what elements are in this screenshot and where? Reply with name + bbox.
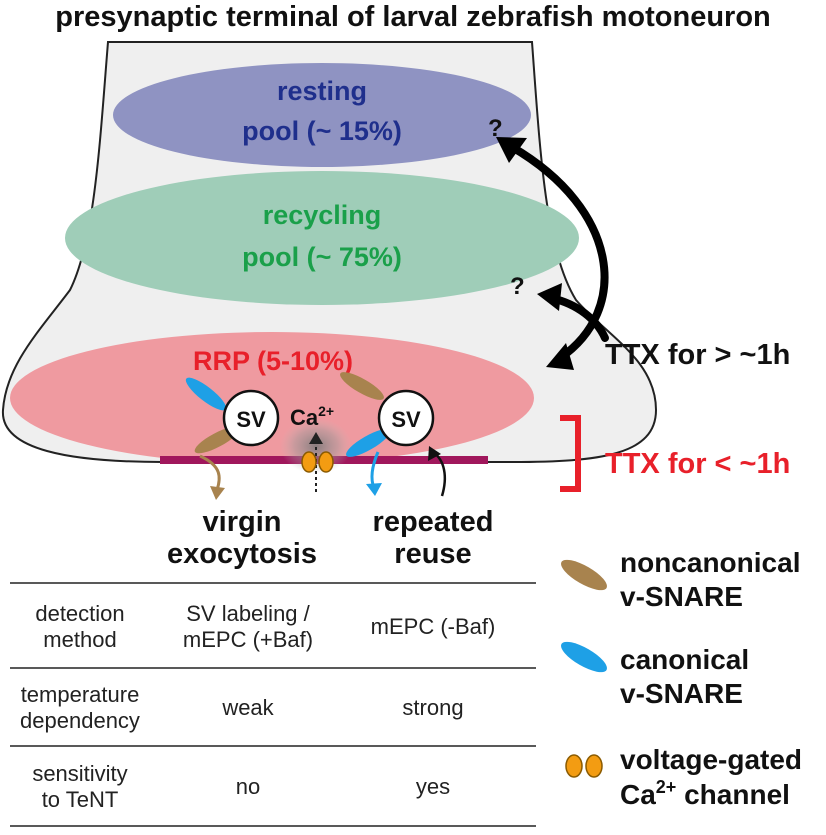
calcium-glow [280, 418, 352, 474]
resting-pool-label: resting [277, 76, 367, 106]
table-cell-label: detection [35, 601, 124, 626]
table-cell-label: temperature [21, 682, 140, 707]
table-cell-reuse: yes [416, 774, 450, 799]
recycling-pool-ellipse [65, 171, 579, 305]
left-sv-label: SV [236, 407, 266, 432]
legend-canonical-line1: canonical [620, 644, 749, 675]
reuse-exit-arrowhead [366, 483, 382, 496]
virgin-mode-line2: exocytosis [167, 538, 317, 570]
recycling-pool-label: recycling [263, 200, 382, 230]
table-cell-label: dependency [20, 708, 140, 733]
legend-canonical-line2: v-SNARE [620, 678, 743, 709]
ttx-short-label: TTX for < ~1h [605, 448, 790, 480]
table-cell-reuse: strong [402, 695, 463, 720]
ca-channel-right-subunit [318, 451, 334, 473]
diagram-title: presynaptic terminal of larval zebrafish… [55, 1, 771, 33]
reuse-mode-line2: reuse [394, 538, 471, 570]
recycling-pool-percent: pool (~ 75%) [242, 242, 402, 272]
table-cell-virgin: SV labeling / [186, 601, 310, 626]
resting-exchange-question-mark: ? [488, 115, 503, 142]
legend-noncanonical-line2: v-SNARE [620, 581, 743, 612]
rrp-label: RRP (5-10%) [193, 346, 353, 376]
calcium-label: Ca2+ [290, 403, 334, 430]
table-cell-reuse: mEPC (-Baf) [371, 614, 496, 639]
legend-channel-right-subunit [585, 754, 603, 778]
legend-noncanonical-line1: noncanonical [620, 547, 800, 578]
exchange-arrowhead-top [496, 137, 527, 163]
table-cell-virgin: mEPC (+Baf) [183, 627, 313, 652]
resting-pool-percent: pool (~ 15%) [242, 116, 402, 146]
right-synaptic-vesicle [377, 389, 435, 447]
table-cell-virgin: no [236, 774, 260, 799]
ttx-long-label: TTX for > ~1h [605, 339, 790, 371]
left-synaptic-vesicle [222, 389, 280, 447]
right-sv-canonical-vsnare [346, 429, 390, 457]
exchange-arrowhead-bottom [546, 343, 574, 370]
virgin-exocytosis-arrowhead [210, 486, 225, 500]
right-sv-noncanonical-vsnare [340, 372, 384, 400]
virgin-exocytosis-arrow [199, 454, 221, 491]
table-cell-virgin: weak [221, 695, 274, 720]
legend-channel-line2: Ca2+ channel [620, 777, 790, 810]
reuse-mode-line1: repeated [373, 506, 494, 538]
comparison-table [10, 582, 536, 827]
legend-channel-line1: voltage-gated [620, 744, 802, 775]
reuse-return-arrowhead [428, 446, 441, 461]
table-cell-label: sensitivity [32, 761, 127, 786]
exchange-arrow-main [508, 143, 609, 362]
recycling-exchange-question-mark: ? [510, 273, 525, 300]
resting-pool-ellipse [113, 63, 531, 167]
ca-channel-left-subunit [301, 451, 317, 473]
virgin-mode-line1: virgin [203, 506, 282, 538]
blue-ellipse-icon [561, 641, 607, 673]
table-cell-label: method [43, 627, 116, 652]
legend-channel-left-subunit [565, 754, 583, 778]
table-cell-label: to TeNT [42, 787, 119, 812]
orange-channel-icon [565, 754, 603, 778]
brown-ellipse-icon [561, 559, 607, 591]
right-sv-label: SV [391, 407, 421, 432]
calcium-influx-arrowhead [309, 432, 323, 444]
exchange-arrowhead-branch [537, 283, 562, 311]
left-sv-canonical-vsnare [185, 377, 227, 411]
ttx-short-bracket [560, 415, 581, 492]
